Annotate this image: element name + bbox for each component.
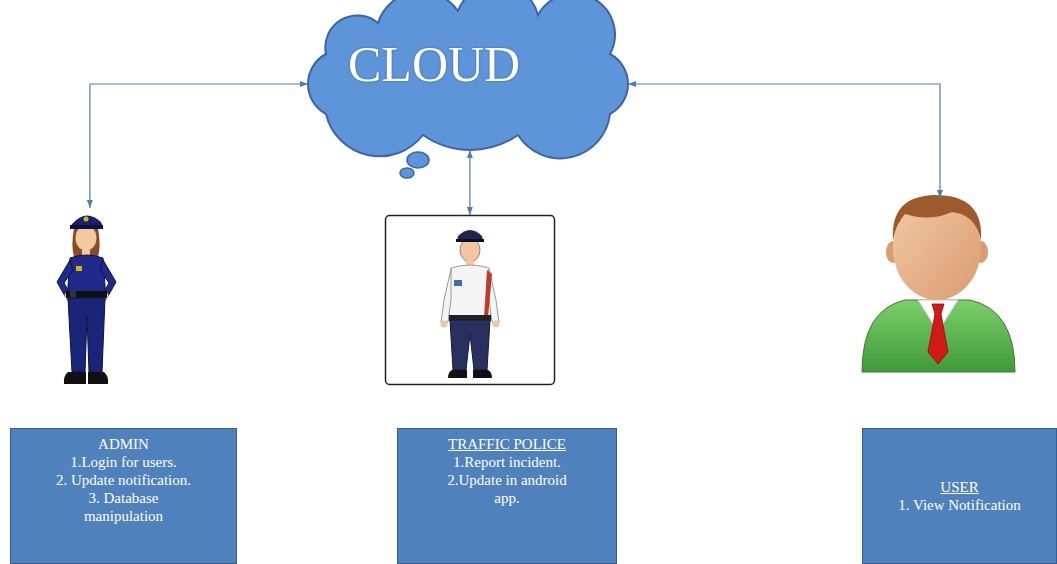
connector-arrow bbox=[469, 150, 470, 215]
shoe bbox=[64, 372, 86, 384]
traffic-police-node: TRAFFIC POLICE1.Report incident.2.Update… bbox=[397, 215, 617, 564]
shoe bbox=[88, 372, 108, 384]
cloud-node: CLOUD bbox=[308, 5, 628, 150]
user-figure bbox=[862, 195, 1015, 372]
connector-arrow bbox=[90, 84, 308, 208]
role-heading: USER bbox=[873, 478, 1046, 496]
badge bbox=[76, 266, 82, 271]
cloud-bubble bbox=[400, 168, 414, 178]
admin-node: ADMIN1.Login for users.2. Update notific… bbox=[10, 208, 237, 564]
photo-frame bbox=[386, 216, 555, 385]
trousers bbox=[450, 320, 490, 370]
duty-item: 3. Database manipulation bbox=[51, 489, 196, 525]
label-box: TRAFFIC POLICE1.Report incident.2.Update… bbox=[397, 428, 617, 564]
cloud-bubble bbox=[407, 152, 429, 168]
white-shirt bbox=[449, 265, 491, 318]
user-node: USER1. View Notification bbox=[862, 198, 1057, 564]
cloud-label: CLOUD bbox=[348, 39, 520, 89]
shoe bbox=[473, 370, 492, 378]
label-box: ADMIN1.Login for users.2. Update notific… bbox=[10, 428, 237, 564]
role-heading: ADMIN bbox=[51, 435, 196, 453]
police-cap bbox=[457, 230, 483, 241]
duty-item: 2.Update in android app. bbox=[437, 471, 577, 507]
shoe bbox=[448, 370, 467, 378]
connector-arrow bbox=[628, 84, 940, 198]
police-hat bbox=[70, 215, 103, 228]
cap-brim bbox=[456, 239, 484, 242]
duty-item: 1.Login for users. bbox=[51, 453, 196, 471]
duty-item: 2. Update notification. bbox=[51, 471, 196, 489]
hat-badge bbox=[84, 217, 89, 222]
trousers bbox=[68, 298, 105, 372]
hand bbox=[493, 321, 500, 328]
role-heading: TRAFFIC POLICE bbox=[437, 435, 577, 453]
duty-item: 1. View Notification bbox=[873, 496, 1046, 514]
label-box: USER1. View Notification bbox=[862, 428, 1057, 564]
head bbox=[893, 196, 981, 300]
name-tag bbox=[454, 280, 462, 286]
duty-item: 1.Report incident. bbox=[437, 453, 577, 471]
traffic-police-figure bbox=[441, 230, 500, 378]
hair bbox=[893, 195, 981, 240]
hat-brim bbox=[70, 225, 103, 229]
policewoman-figure bbox=[57, 215, 116, 384]
left-sleeve bbox=[441, 269, 451, 322]
user-body bbox=[862, 300, 1015, 372]
cloud-shape bbox=[308, 0, 628, 158]
hand bbox=[441, 321, 448, 328]
shoulder-cord bbox=[484, 270, 492, 318]
tie bbox=[928, 304, 948, 364]
